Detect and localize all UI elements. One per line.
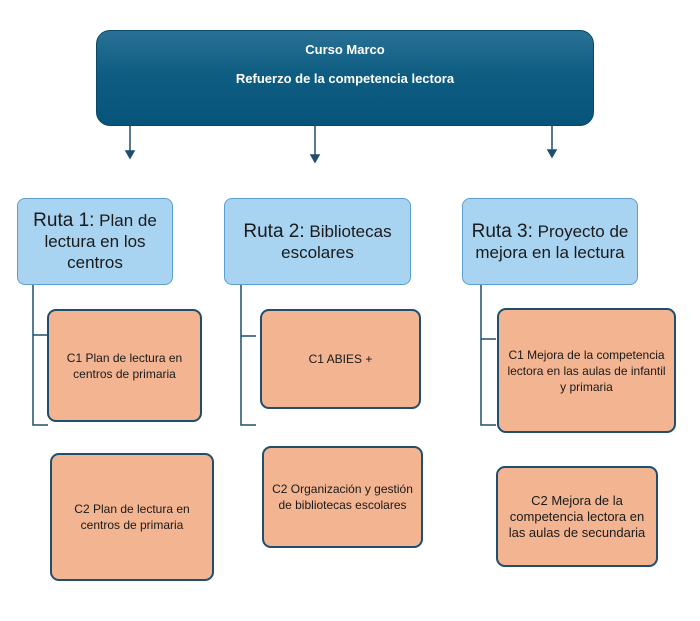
course-r2-c1: C1 ABIES + (260, 309, 421, 409)
bracket-route-3 (480, 285, 496, 426)
route-1-title: Plan de lectura en los centros (44, 211, 157, 272)
course-r1-c2: C2 Plan de lectura en centros de primari… (50, 453, 214, 581)
route-2-number: Ruta 2: (243, 220, 305, 242)
course-r1-c1: C1 Plan de lectura en centros de primari… (47, 309, 202, 422)
course-r2-c2-label: C2 Organización y gestión de bibliotecas… (272, 482, 413, 512)
course-r1-c2-label: C2 Plan de lectura en centros de primari… (74, 502, 190, 532)
bracket-route-1 (32, 285, 48, 426)
arrow-head-route-1 (124, 150, 136, 160)
course-r2-c2: C2 Organización y gestión de bibliotecas… (262, 446, 423, 548)
course-r1-c1-label: C1 Plan de lectura en centros de primari… (66, 350, 183, 381)
course-r3-c1: C1 Mejora de la competencia lectora en l… (497, 308, 676, 433)
route-3-box: Ruta 3: Proyecto de mejora en la lectura (462, 198, 638, 285)
course-r2-c1-label: C1 ABIES + (308, 352, 373, 366)
course-r3-c2: C2 Mejora de la competencia lectora en l… (496, 466, 658, 567)
header-title: Curso Marco (305, 42, 385, 57)
course-r3-c2-label: C2 Mejora de la competencia lectora en l… (508, 492, 646, 540)
route-1-box: Ruta 1: Plan de lectura en los centros (17, 198, 173, 285)
header-box: Curso Marco Refuerzo de la competencia l… (96, 30, 594, 126)
course-r3-c1-label: C1 Mejora de la competencia lectora en l… (507, 347, 666, 394)
route-2-box: Ruta 2: Bibliotecas escolares (224, 198, 411, 285)
bracket-route-2 (240, 285, 256, 426)
arrow-head-route-2 (309, 154, 321, 164)
arrow-head-route-3 (546, 149, 558, 159)
route-3-title: Proyecto de mejora en la lectura (475, 221, 629, 262)
header-subtitle: Refuerzo de la competencia lectora (235, 71, 455, 86)
route-1-number: Ruta 1: (33, 210, 95, 231)
route-2-title: Bibliotecas escolares (281, 221, 392, 262)
route-3-number: Ruta 3: (471, 220, 533, 242)
